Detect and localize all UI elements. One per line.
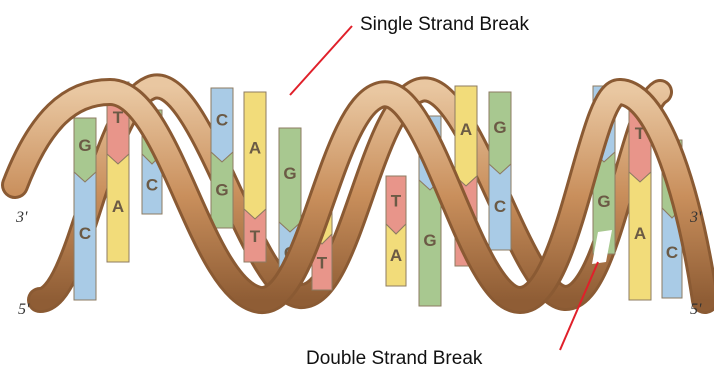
base-10-top-letter: A xyxy=(460,120,472,139)
base-3-bottom-letter: C xyxy=(146,175,158,194)
base-pair-11: GC xyxy=(489,92,511,250)
base-pair-4: CG xyxy=(211,88,233,228)
single-strand-break-label: Single Strand Break xyxy=(360,14,529,35)
base-pair-8: TA xyxy=(386,176,406,286)
base-5-top-letter: A xyxy=(249,138,261,157)
double-strand-break-label: Double Strand Break xyxy=(306,348,483,369)
base-4-bottom-letter: G xyxy=(215,181,228,200)
end-label-left-top: 3' xyxy=(15,209,28,226)
base-14-bottom-letter: C xyxy=(666,243,678,262)
base-1-bottom-letter: C xyxy=(79,224,91,243)
end-label-left-bottom: 5' xyxy=(18,301,30,318)
base-2-bottom-letter: A xyxy=(112,197,124,216)
end-label-right-bottom: 5' xyxy=(690,301,702,318)
base-pair-1: GC xyxy=(74,118,96,300)
base-1-top-letter: G xyxy=(78,136,91,155)
single-break-pointer xyxy=(290,26,352,95)
base-12-bottom-letter: G xyxy=(597,192,610,211)
end-label-right-top: 3' xyxy=(689,209,702,226)
base-8-top-letter: T xyxy=(391,191,402,210)
base-8-bottom-letter: A xyxy=(390,246,402,265)
base-11-bottom-letter: C xyxy=(494,197,506,216)
base-9-bottom-letter: G xyxy=(423,231,436,250)
base-13-bottom-letter: A xyxy=(634,224,646,243)
base-5-bottom-letter: T xyxy=(250,227,261,246)
base-pair-5: AT xyxy=(244,92,266,262)
base-7-bottom-letter: T xyxy=(317,254,328,273)
base-4-top-letter: C xyxy=(216,111,228,130)
base-6-top-letter: G xyxy=(283,164,296,183)
single-strand-break-gap xyxy=(274,86,292,114)
base-11-top-letter: G xyxy=(493,118,506,137)
